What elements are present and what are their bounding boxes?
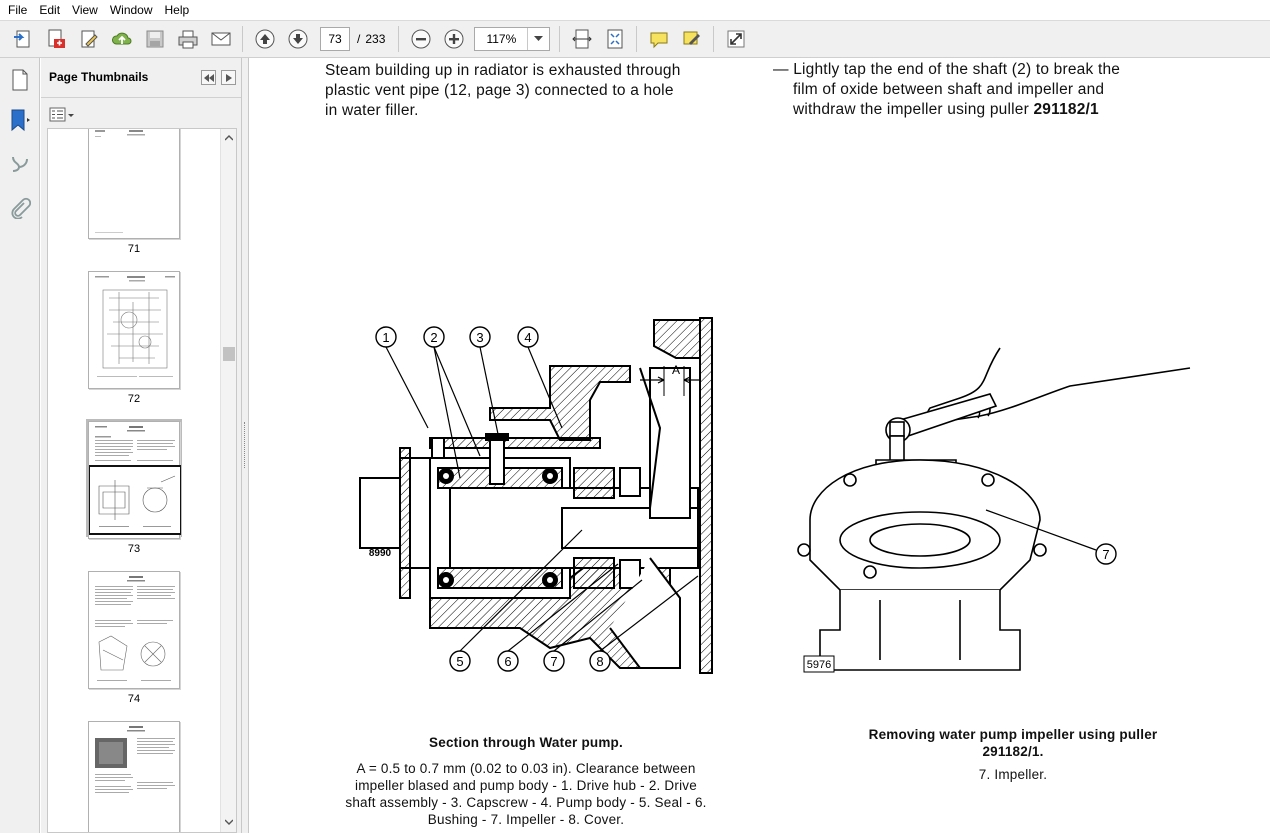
water-pump-section-diagram: 1 2 3 4 5 6 7 8 A 8990 — [359, 317, 713, 674]
thumbnail-label: 73 — [127, 543, 141, 555]
text-line: A = 0.5 to 0.7 mm (0.02 to 0.03 in). Cle… — [356, 761, 696, 776]
part-number: 291182/1 — [1033, 101, 1099, 118]
full-screen-icon[interactable] — [722, 25, 750, 53]
highlight-icon[interactable] — [678, 25, 706, 53]
body-paragraph-left: Steam building up in radiator is exhaust… — [325, 61, 735, 121]
text-line: Removing water pump impeller using pulle… — [868, 727, 1158, 742]
text-span: withdraw the impeller using puller — [793, 101, 1034, 118]
thumbnail-label: 72 — [127, 393, 141, 405]
previous-page-icon[interactable] — [251, 25, 279, 53]
body-paragraph-right: — Lightly tap the end of the shaft (2) t… — [773, 60, 1193, 120]
menu-window[interactable]: Window — [109, 3, 153, 17]
navigation-rail — [0, 58, 40, 833]
page-number-input[interactable] — [320, 27, 350, 51]
page-total: 233 — [365, 32, 386, 46]
caption-body-left: A = 0.5 to 0.7 mm (0.02 to 0.03 in). Cle… — [316, 760, 736, 828]
caption-title-left: Section through Water pump. — [429, 735, 623, 750]
toolbar-separator — [559, 26, 561, 52]
fit-width-icon[interactable] — [568, 25, 596, 53]
save-icon[interactable] — [141, 25, 169, 53]
signatures-icon[interactable] — [6, 150, 34, 178]
upload-cloud-icon[interactable] — [108, 25, 136, 53]
thumbnail-image — [88, 721, 180, 832]
comment-icon[interactable] — [645, 25, 673, 53]
text-line: film of oxide between shaft and impeller… — [793, 81, 1105, 98]
callout-3: 3 — [476, 330, 483, 345]
page-thumbnails-icon[interactable] — [6, 66, 34, 94]
panel-splitter[interactable] — [241, 58, 249, 833]
callout-8: 8 — [596, 654, 603, 669]
caption-title-right: Removing water pump impeller using pulle… — [800, 726, 1226, 760]
caption-sub-right: 7. Impeller. — [978, 767, 1048, 782]
toolbar-separator — [713, 26, 715, 52]
figure-ref: 8990 — [369, 548, 392, 559]
zoom-value: 117% — [486, 32, 517, 46]
text-line: plastic vent pipe (12, page 3) connected… — [325, 82, 674, 99]
callout-7-right: 7 — [1102, 547, 1109, 562]
scrollbar-thumb[interactable] — [223, 347, 235, 361]
thumbnails-header: Page Thumbnails — [41, 58, 241, 98]
zoom-out-icon[interactable] — [407, 25, 435, 53]
thumbnails-panel: Page Thumbnails 71 72 — [41, 58, 241, 833]
zoom-select[interactable]: 117% — [474, 27, 551, 51]
create-pdf-icon[interactable] — [9, 25, 37, 53]
toolbar-separator — [636, 26, 638, 52]
combine-files-icon[interactable] — [42, 25, 70, 53]
thumbnail-image — [88, 129, 180, 239]
zoom-in-icon[interactable] — [440, 25, 468, 53]
dimension-label: A — [672, 363, 680, 377]
next-page-icon[interactable] — [284, 25, 312, 53]
menu-edit[interactable]: Edit — [39, 3, 61, 17]
thumbnail-list[interactable]: 71 72 73 74 — [47, 128, 237, 833]
menu-help[interactable]: Help — [164, 3, 190, 17]
collapse-panel-icon[interactable] — [201, 70, 216, 85]
bookmarks-icon[interactable] — [6, 106, 34, 134]
toolbar-separator — [242, 26, 243, 52]
thumbnail-image — [88, 571, 180, 689]
thumbnail-label: 71 — [127, 243, 141, 255]
thumbnail-scrollbar[interactable] — [220, 129, 236, 832]
callout-5: 5 — [456, 654, 463, 669]
thumbnail-image — [88, 421, 182, 539]
document-view[interactable]: Steam building up in radiator is exhaust… — [250, 58, 1270, 833]
panel-title: Page Thumbnails — [49, 70, 149, 84]
thumbnail-options-menu[interactable] — [49, 106, 75, 124]
fit-page-icon[interactable] — [601, 25, 629, 53]
print-icon[interactable] — [174, 25, 202, 53]
text-line: shaft assembly - 3. Capscrew - 4. Pump b… — [345, 795, 707, 810]
text-line: impeller blased and pump body - 1. Drive… — [355, 778, 697, 793]
thumbnail-label: 74 — [127, 693, 141, 705]
attachments-icon[interactable] — [6, 194, 34, 222]
splitter-grip[interactable] — [244, 422, 246, 468]
toolbar-separator — [398, 26, 400, 52]
text-line: in water filler. — [325, 102, 419, 119]
menu-view[interactable]: View — [72, 3, 98, 17]
callout-2: 2 — [430, 330, 437, 345]
edit-pdf-icon[interactable] — [75, 25, 103, 53]
callout-1: 1 — [382, 330, 389, 345]
text-line: 291182/1. — [982, 744, 1044, 759]
menu-file[interactable]: File — [8, 3, 28, 17]
text-line: Steam building up in radiator is exhaust… — [325, 62, 681, 79]
impeller-puller-illustration: 7 5976 — [797, 347, 1191, 673]
callout-6: 6 — [504, 654, 511, 669]
scroll-up-icon[interactable] — [225, 135, 233, 141]
toolbar: / 233 117% — [0, 20, 1270, 58]
email-icon[interactable] — [207, 25, 235, 53]
expand-panel-icon[interactable] — [221, 70, 236, 85]
thumbnail-image — [88, 271, 180, 389]
figure-ref-right: 5976 — [807, 659, 831, 671]
chevron-down-icon[interactable] — [527, 28, 549, 50]
text-line: — Lightly tap the end of the shaft (2) t… — [773, 61, 1121, 78]
text-line: Bushing - 7. Impeller - 8. Cover. — [427, 812, 625, 827]
page-separator: / — [357, 32, 361, 46]
scroll-down-icon[interactable] — [225, 819, 233, 825]
callout-4: 4 — [524, 330, 531, 345]
menu-bar: File Edit View Window Help — [0, 0, 1270, 20]
text-line: withdraw the impeller using puller 29118… — [773, 100, 1193, 120]
callout-7: 7 — [550, 654, 557, 669]
